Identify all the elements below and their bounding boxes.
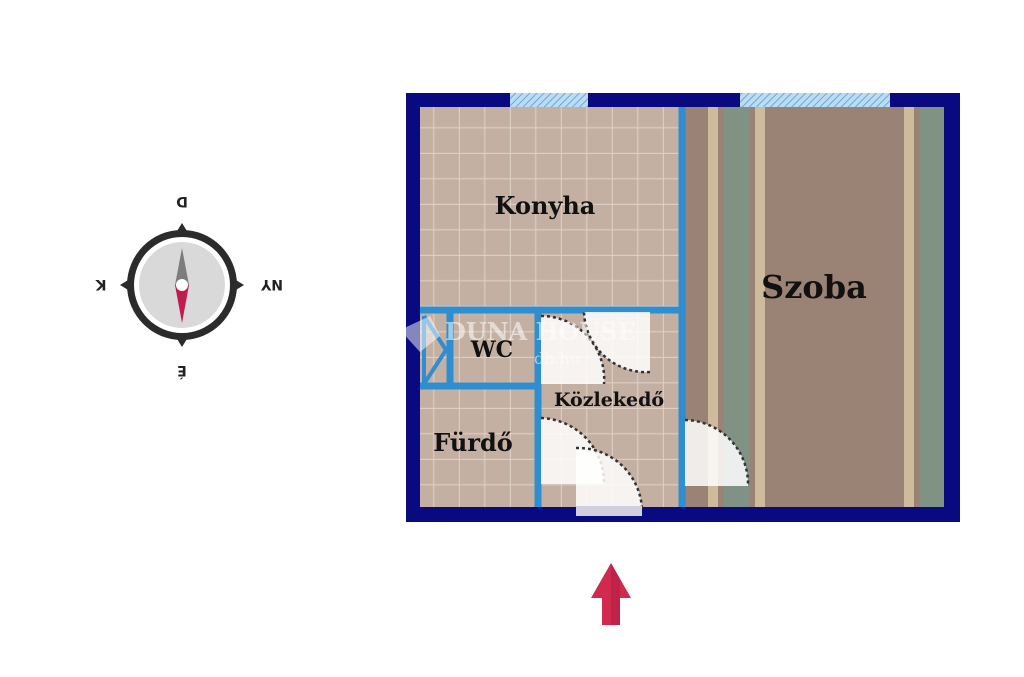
watermark-logo-icon [400, 316, 440, 352]
watermark: DUNA HOUSE dh.hu [400, 316, 636, 368]
room-label-kitchen: Konyha [495, 191, 596, 220]
compass-needle-icon [175, 285, 189, 323]
compass-west-label: K [94, 276, 106, 292]
doors [540, 311, 750, 516]
room-label-wc: WC [470, 337, 513, 363]
watermark-domain: dh.hu [534, 349, 580, 368]
entrance-door [576, 506, 642, 516]
compass-north-label: D [176, 193, 188, 209]
watermark-brand: DUNA HOUSE [445, 317, 636, 346]
entrance-arrow-shade [611, 563, 620, 625]
compass-south-label: É [177, 362, 187, 379]
compass-east-label: NY [260, 276, 283, 292]
room-label-hallway: Közlekedő [554, 389, 664, 411]
inner-walls [420, 107, 686, 507]
room-label-bathroom: Fürdő [433, 428, 513, 457]
compass-icon [120, 223, 244, 347]
room-label-room: Szoba [761, 268, 867, 306]
window-kitchen [510, 93, 588, 107]
window-room [740, 93, 890, 107]
